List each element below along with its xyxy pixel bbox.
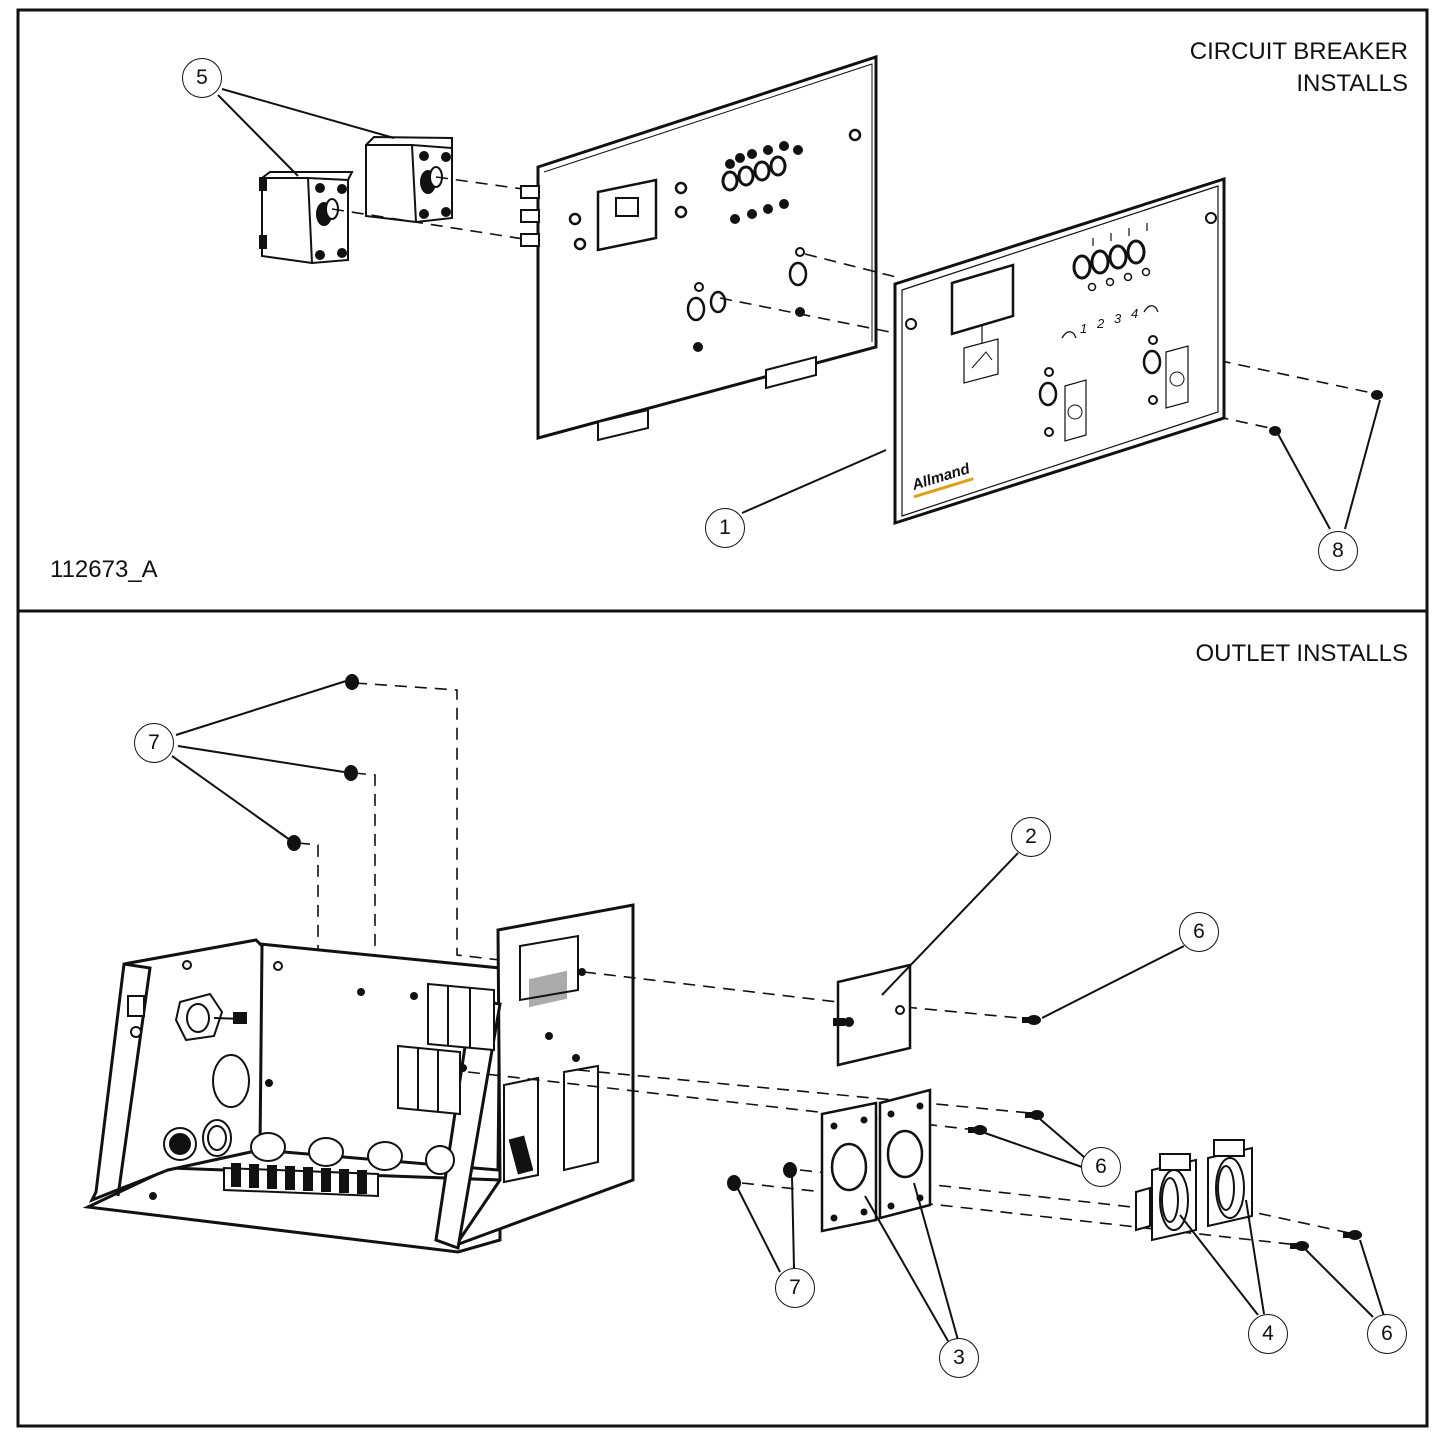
callout-6-bottom: 6	[1367, 1314, 1407, 1354]
title-line-2: INSTALLS	[1296, 70, 1408, 97]
callout-2: 2	[1011, 817, 1051, 857]
callout-6-mid: 6	[1081, 1147, 1121, 1187]
allmand-faceplate: 1 2 3 4 Allmand	[893, 176, 1226, 526]
control-back-panel	[520, 54, 878, 442]
title-line-1: CIRCUIT BREAKER	[1189, 38, 1408, 65]
drawing-number: 112673_A	[50, 556, 158, 583]
screws-7	[287, 674, 797, 1191]
bottom-leader-lines	[171, 680, 1385, 1342]
breaker-explode-lines	[331, 176, 531, 241]
bottom-panel-frame	[16, 609, 1429, 1428]
dial-digit: 3	[1114, 311, 1122, 326]
fastener-screws-8	[1269, 390, 1383, 436]
circuit-breaker-left	[259, 171, 354, 265]
dial-digit: 4	[1131, 306, 1138, 321]
circuit-breaker-right	[365, 135, 453, 224]
callout-8: 8	[1318, 531, 1358, 571]
gasket-holes	[830, 1102, 924, 1222]
dial-digits: 1 2 3 4	[1080, 306, 1138, 336]
crank-icon	[1143, 305, 1159, 313]
enclosure-details	[127, 934, 599, 1200]
gasket-plates	[820, 1088, 932, 1233]
circuit-breaker-installs-title: CIRCUIT BREAKER INSTALLS	[1008, 36, 1408, 100]
callout-4: 4	[1248, 1314, 1288, 1354]
glow-plug-icon	[1061, 331, 1077, 339]
dial-digit: 2	[1096, 316, 1105, 331]
callout-1: 1	[705, 508, 745, 548]
callout-7-bottom: 7	[775, 1268, 815, 1308]
outlet-installs-title: OUTLET INSTALLS	[1195, 640, 1408, 667]
callout-7-top: 7	[134, 723, 174, 763]
screws-6	[968, 1015, 1362, 1251]
top-leader-lines	[217, 88, 1381, 530]
dial-digit: 1	[1080, 321, 1087, 336]
twist-lock-outlets	[1135, 1139, 1253, 1242]
callout-3: 3	[939, 1338, 979, 1378]
callout-6-top: 6	[1179, 912, 1219, 952]
cover-plate	[833, 963, 912, 1067]
brand-stripe	[913, 477, 974, 499]
callout-5: 5	[182, 58, 222, 98]
